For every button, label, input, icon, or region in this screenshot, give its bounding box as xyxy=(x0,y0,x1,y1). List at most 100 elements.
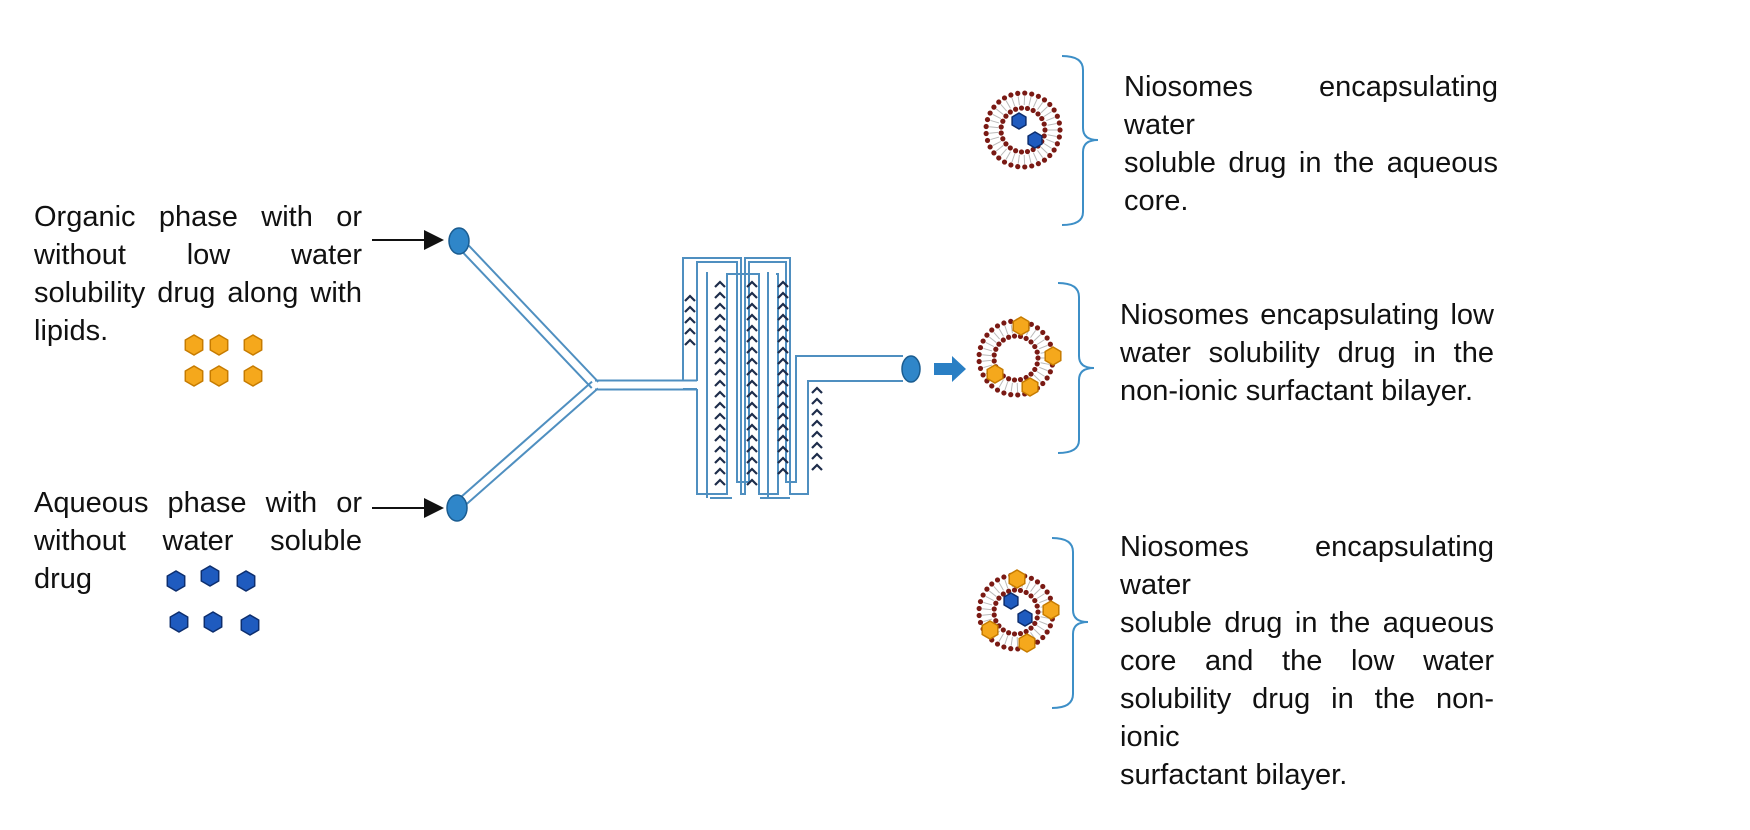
low-solubility-drug-icons xyxy=(184,334,263,387)
lipid-tail xyxy=(1004,325,1009,335)
lipid-head xyxy=(994,577,1001,583)
lipid-head xyxy=(994,323,1001,329)
chevron-baffle xyxy=(684,327,696,335)
lipid-head xyxy=(1001,390,1007,396)
lipid-head xyxy=(1008,392,1014,398)
lipid-tail xyxy=(1040,616,1050,619)
lipid-head xyxy=(1035,93,1041,99)
lipid-head xyxy=(1044,629,1050,635)
lipid-head xyxy=(1023,628,1029,635)
lipid-head xyxy=(1032,620,1038,627)
lipid-tail xyxy=(983,347,993,352)
lipid-tail xyxy=(1040,146,1048,154)
lipid-tail xyxy=(1033,628,1041,636)
lipid-tail xyxy=(1017,96,1020,106)
lipid-tail xyxy=(1040,106,1048,114)
chevron-baffle xyxy=(746,390,758,398)
lipid-head xyxy=(1042,127,1048,133)
lipid-head xyxy=(976,605,982,612)
lipid-head xyxy=(989,581,995,587)
lipid-tail xyxy=(995,145,1004,152)
chevron-baffle xyxy=(811,397,823,405)
chevron-baffle xyxy=(714,346,726,354)
orange-hexagon-icon xyxy=(1008,569,1026,589)
blue-hexagon-icon xyxy=(166,570,186,592)
lipid-head xyxy=(976,612,982,619)
lipid-tail xyxy=(989,126,999,129)
lipid-tail xyxy=(1028,154,1032,164)
chevron-baffle xyxy=(714,456,726,464)
lipid-tail xyxy=(998,328,1004,337)
lipid-tail xyxy=(1043,111,1052,117)
lipid-head xyxy=(1032,366,1038,373)
chevron-baffle xyxy=(714,302,726,310)
chevron-baffle xyxy=(714,423,726,431)
chevron-baffle xyxy=(746,434,758,442)
lipid-head xyxy=(1001,320,1007,326)
lipid-head xyxy=(977,598,984,605)
lipid-tail xyxy=(1011,153,1016,163)
lipid-tail xyxy=(990,136,1000,141)
chevron-baffle xyxy=(714,379,726,387)
serpentine-mixer xyxy=(682,257,903,499)
lipid-head xyxy=(976,358,982,365)
lipid-head xyxy=(1041,133,1047,139)
chevron-baffle xyxy=(811,430,823,438)
lipid-tail xyxy=(1028,96,1032,106)
lipid-head xyxy=(1007,145,1013,151)
output-arrow-icon xyxy=(934,356,966,382)
aqueous-line-2: without water soluble drug xyxy=(34,525,362,595)
chevron-baffle xyxy=(777,368,789,376)
chevron-baffle xyxy=(714,412,726,420)
lipid-head xyxy=(1028,339,1034,345)
lipid-head xyxy=(1001,95,1008,101)
lipid-head xyxy=(977,619,984,626)
lipid-head xyxy=(1035,609,1041,615)
brace-1 xyxy=(1061,55,1099,226)
lipid-tail xyxy=(1043,143,1052,149)
lipid-head xyxy=(977,365,984,372)
lipid-tail xyxy=(982,608,992,611)
lipid-head xyxy=(1032,597,1038,604)
lipid-head xyxy=(994,387,1001,393)
lipid-tail xyxy=(998,633,1004,642)
chevron-baffle xyxy=(746,412,758,420)
lipid-tail xyxy=(1036,339,1045,345)
lipid-tail xyxy=(1046,116,1055,122)
chevron-baffle xyxy=(746,379,758,387)
lipid-head xyxy=(1013,148,1019,154)
output-3-line-5: surfactant bilayer. xyxy=(1120,759,1348,791)
lipid-head xyxy=(1040,634,1046,641)
lipid-tail xyxy=(988,336,997,343)
lipid-head xyxy=(1006,630,1012,636)
lipid-head xyxy=(1008,162,1014,168)
lipid-tail xyxy=(992,141,1002,147)
lipid-head xyxy=(1000,118,1006,124)
lipid-tail xyxy=(1032,98,1038,108)
chevron-baffle xyxy=(777,357,789,365)
chevron-baffle xyxy=(714,401,726,409)
lipid-tail xyxy=(992,113,1002,119)
y-junction-channel xyxy=(457,242,697,508)
lipid-head xyxy=(1034,361,1040,367)
lipid-head xyxy=(1047,369,1053,375)
orange-hexagon-icon xyxy=(209,334,229,356)
lipid-tail xyxy=(1036,593,1045,599)
lipid-tail xyxy=(989,131,999,134)
blue-hexagon-icon xyxy=(169,611,189,633)
lipid-head xyxy=(996,155,1002,161)
lipid-tail xyxy=(1039,344,1048,350)
brace-2 xyxy=(1057,282,1095,454)
lipid-head xyxy=(1040,380,1046,387)
orange-hexagon-icon xyxy=(184,365,204,387)
lipid-head xyxy=(987,144,993,150)
lipid-head xyxy=(987,110,993,116)
lipid-head xyxy=(1022,90,1028,96)
lipid-head xyxy=(1006,334,1012,340)
upper-branch-wall-a xyxy=(459,248,593,389)
output-1-label: Niosomes encapsulating water soluble dru… xyxy=(1124,68,1498,220)
lipid-head xyxy=(1044,589,1050,595)
lipid-tail xyxy=(983,601,993,606)
chevron-baffle xyxy=(777,313,789,321)
